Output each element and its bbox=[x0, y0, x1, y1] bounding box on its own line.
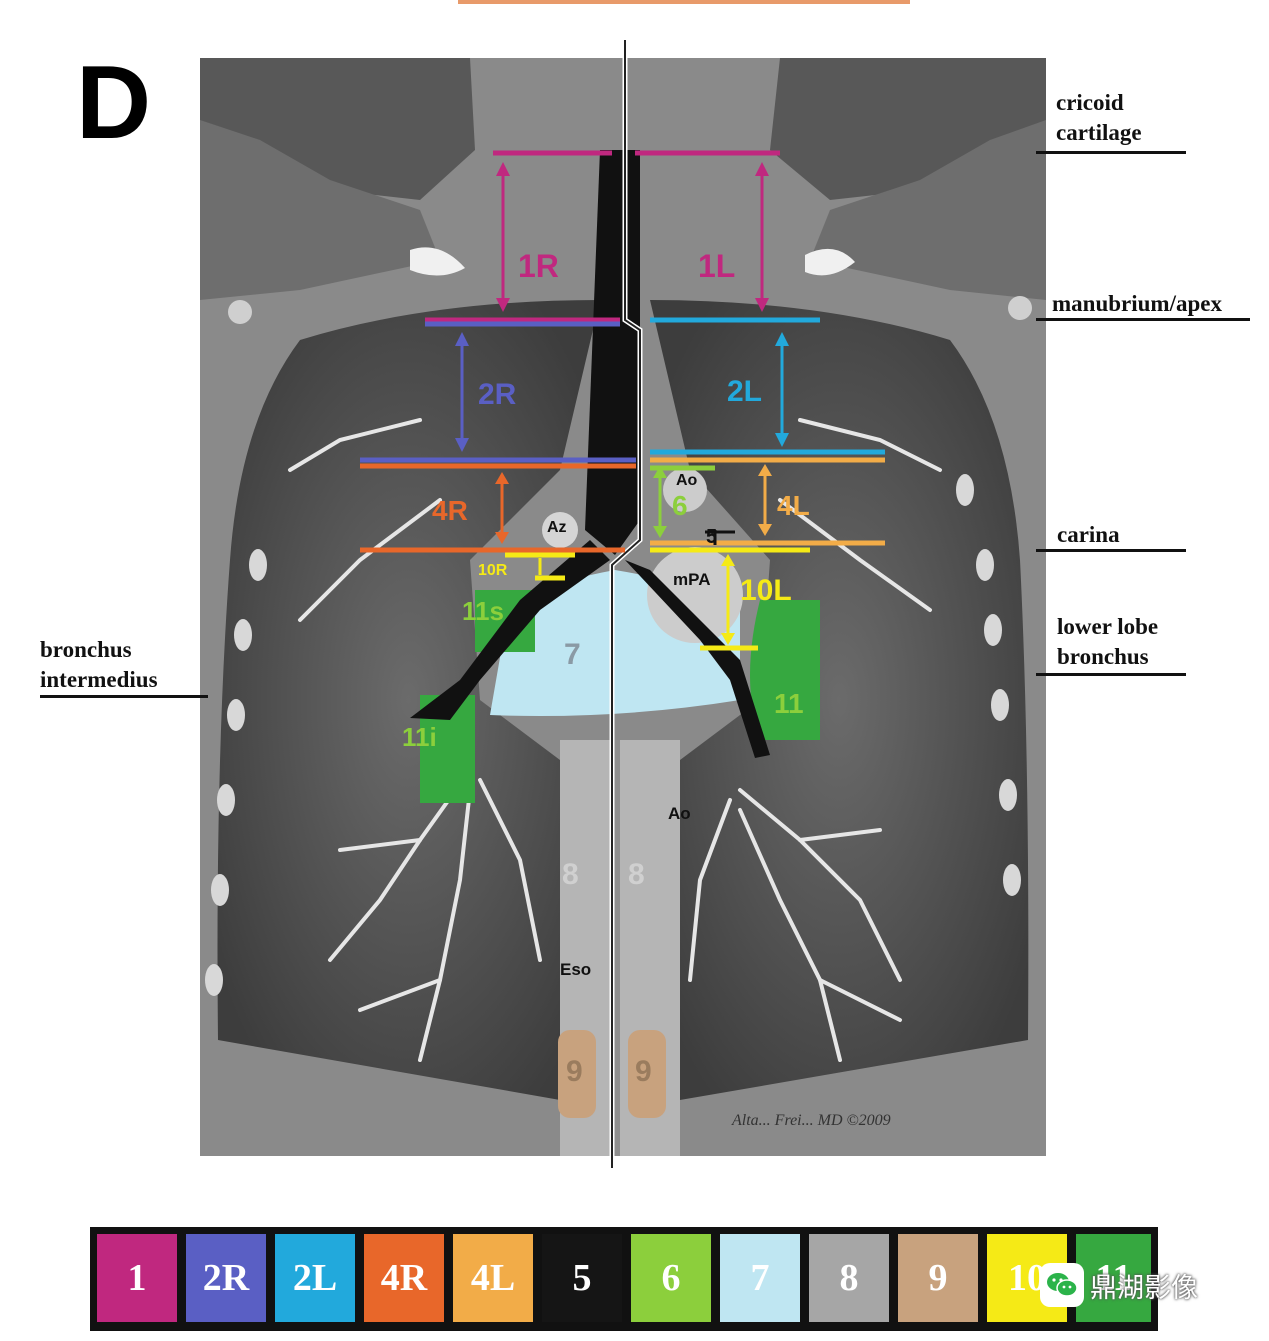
anatomy-label-mpa: mPA bbox=[673, 570, 711, 589]
aorta-upper bbox=[663, 468, 707, 512]
station-label-6: 6 bbox=[672, 490, 688, 521]
anatomy-label-az: Az bbox=[547, 519, 567, 536]
station-label-2L: 2L bbox=[727, 375, 763, 408]
legend-label-7: 7 bbox=[750, 1257, 770, 1299]
level-arrows bbox=[460, 170, 784, 640]
anatomy-label-ao-upper: Ao bbox=[676, 472, 698, 489]
station-label-7: 7 bbox=[564, 638, 581, 671]
label-cricoid-cartilage: cricoid cartilage bbox=[1056, 90, 1142, 145]
watermark-text: 鼎湖影像 bbox=[1090, 1272, 1198, 1304]
clavicle-right bbox=[410, 247, 465, 276]
label-carina: carina bbox=[1057, 522, 1120, 547]
station-label-2R: 2R bbox=[478, 378, 517, 411]
right-lung bbox=[217, 300, 600, 1100]
mpa-vessel bbox=[647, 547, 743, 643]
legend-swatch-1: 1 bbox=[97, 1234, 177, 1322]
legend-swatch-9: 9 bbox=[898, 1234, 978, 1322]
station-label-8-left: 8 bbox=[628, 858, 645, 891]
level-lines bbox=[360, 150, 885, 651]
legend-swatch-5: 5 bbox=[542, 1234, 622, 1322]
legend-label-4R: 4R bbox=[380, 1257, 428, 1299]
legend-label-1: 1 bbox=[127, 1257, 147, 1299]
line-lower-lobe-bronchus bbox=[1036, 673, 1186, 676]
arrow-heads bbox=[455, 162, 789, 645]
legend-label-5: 5 bbox=[572, 1257, 592, 1299]
station-label-11i: 11i bbox=[402, 722, 437, 752]
line-cricoid-cartilage bbox=[1036, 151, 1186, 154]
station-label-4L: 4L bbox=[777, 490, 810, 521]
legend-label-4L: 4L bbox=[470, 1257, 516, 1299]
legend-label-2R: 2R bbox=[202, 1257, 250, 1299]
legend-label-2L: 2L bbox=[292, 1257, 338, 1299]
station-label-4R: 4R bbox=[432, 495, 468, 526]
ribs bbox=[205, 474, 1021, 996]
legend-swatch-10: 10 bbox=[987, 1234, 1067, 1322]
left-lung bbox=[650, 300, 1029, 1100]
legend-label-10: 10 bbox=[1008, 1257, 1046, 1299]
legend-swatch-2R: 2R bbox=[186, 1234, 266, 1322]
right-bronchus bbox=[410, 540, 610, 720]
top-decorative-bar bbox=[458, 0, 910, 4]
azygos-vein bbox=[542, 512, 578, 548]
panel-letter: D bbox=[76, 45, 152, 161]
station-label-8-right: 8 bbox=[562, 858, 579, 891]
legend-swatch-6: 6 bbox=[631, 1234, 711, 1322]
artist-signature: Alta... Frei... MD ©2009 bbox=[732, 1112, 891, 1129]
legend-label-9: 9 bbox=[928, 1257, 948, 1299]
wechat-icon bbox=[1040, 1263, 1084, 1307]
line-manubrium-apex bbox=[1036, 318, 1250, 321]
pulmonary-vessels bbox=[288, 418, 942, 1062]
clavicle-left bbox=[805, 248, 855, 276]
station-color-legend: 1 2R 2L 4R 4L 5 6 7 8 9 10 11 bbox=[90, 1227, 1158, 1331]
anatomy-label-eso: Eso bbox=[560, 960, 592, 979]
station-label-9-left: 9 bbox=[635, 1055, 652, 1088]
station-label-11-left: 11 bbox=[774, 688, 804, 719]
station-label-10L: 10L bbox=[740, 574, 792, 607]
label-lower-lobe-bronchus: lower lobe bronchus bbox=[1057, 614, 1159, 669]
line-bronchus-intermedius bbox=[40, 695, 208, 698]
left-bronchus bbox=[625, 560, 770, 758]
anatomy-label-ao-lower: Ao bbox=[668, 804, 691, 823]
legend-swatch-11: 11 bbox=[1076, 1234, 1151, 1322]
station-11-left-region bbox=[750, 600, 820, 740]
legend-swatch-7: 7 bbox=[720, 1234, 800, 1322]
station-9-left-region bbox=[628, 1030, 666, 1118]
station-label-5: 5 bbox=[706, 526, 718, 548]
label-bronchus-intermedius: bronchus intermedius bbox=[40, 637, 158, 692]
legend-swatch-2L: 2L bbox=[275, 1234, 355, 1322]
legend-label-11: 11 bbox=[1095, 1257, 1132, 1299]
legend-label-6: 6 bbox=[661, 1257, 681, 1299]
station-label-9-right: 9 bbox=[566, 1055, 583, 1088]
legend-swatch-4L: 4L bbox=[453, 1234, 533, 1322]
legend-swatch-4R: 4R bbox=[364, 1234, 444, 1322]
label-manubrium-apex: manubrium/apex bbox=[1052, 291, 1222, 316]
station-9-right-region bbox=[558, 1030, 596, 1118]
station-label-1R: 1R bbox=[518, 248, 559, 284]
legend-swatch-8: 8 bbox=[809, 1234, 889, 1322]
station-label-1L: 1L bbox=[698, 248, 736, 284]
watermark: 鼎湖影像 bbox=[1040, 1262, 1198, 1308]
line-carina bbox=[1036, 549, 1186, 552]
station-label-11s: 11s bbox=[462, 596, 504, 626]
station-label-10R: 10R bbox=[478, 562, 508, 579]
legend-label-8: 8 bbox=[839, 1257, 859, 1299]
